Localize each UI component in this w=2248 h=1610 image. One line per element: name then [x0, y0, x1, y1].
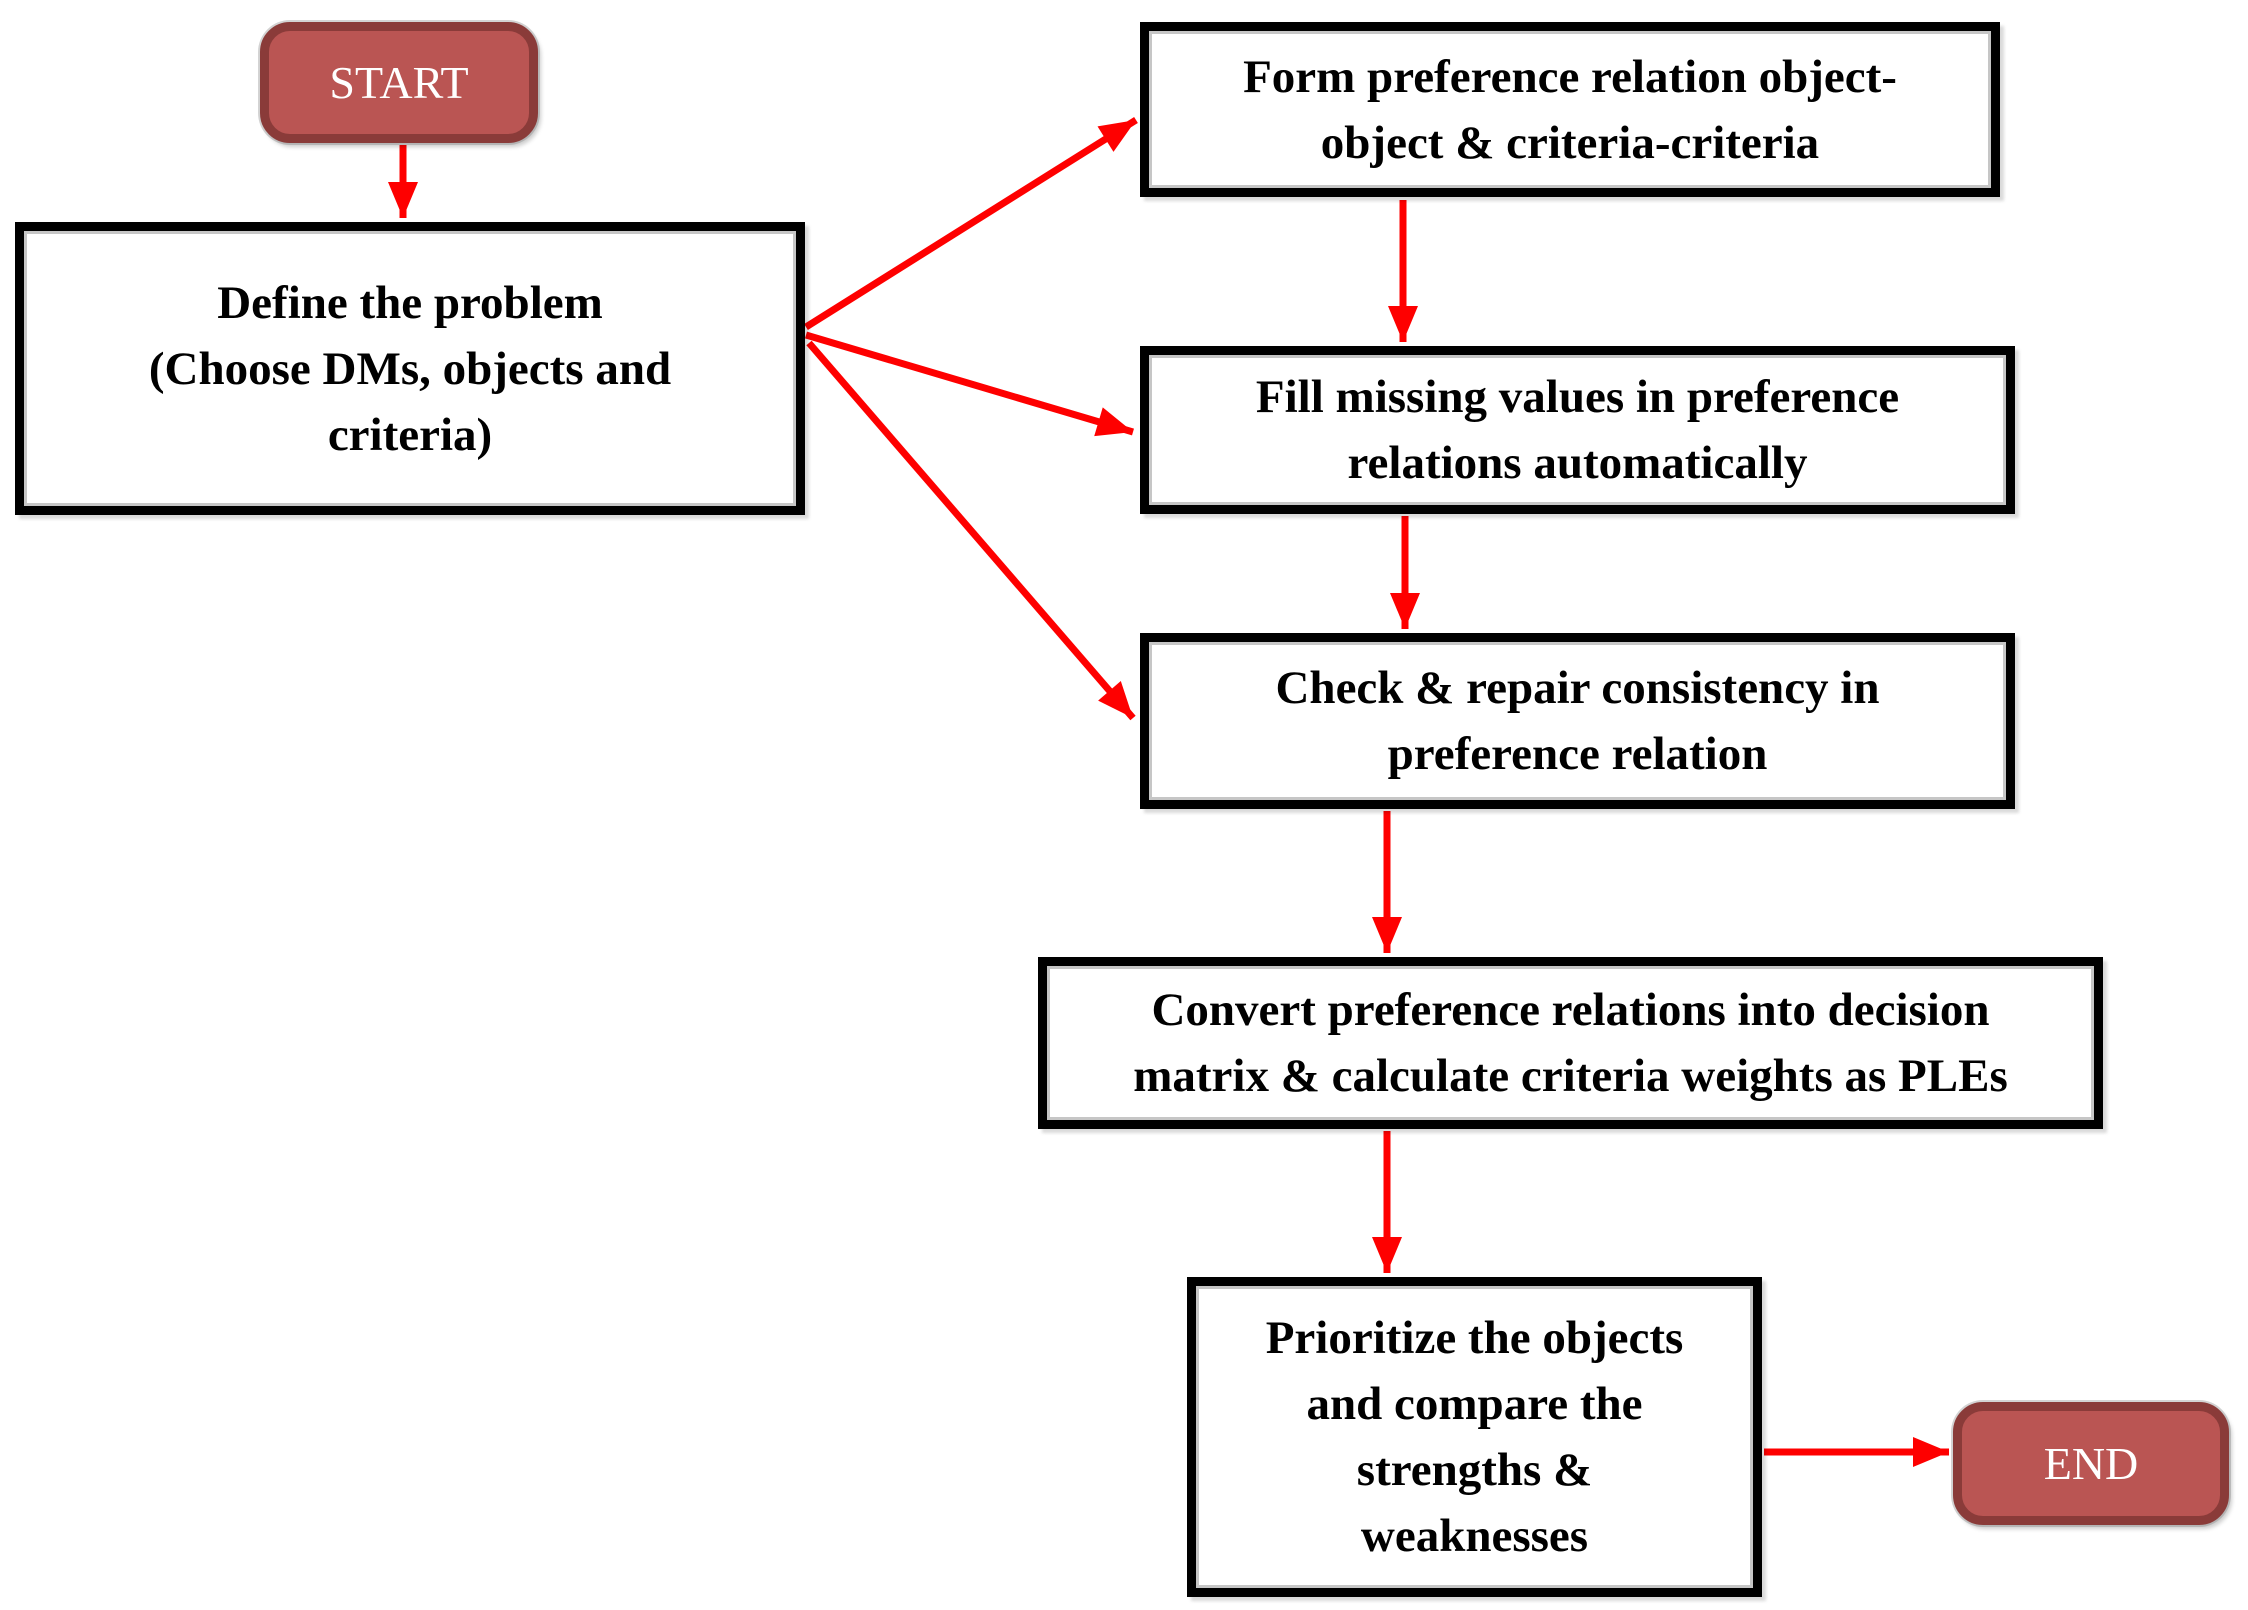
node-prioritize-objects-label: Prioritize the objects and compare the s… [1265, 1312, 1684, 1562]
node-fill-missing-values: Fill missing values in preference relati… [1140, 346, 2015, 514]
node-start-label: START [329, 56, 469, 108]
node-start: START [260, 22, 538, 143]
node-check-repair-consistency: Check & repair consistency in preference… [1140, 633, 2015, 809]
node-end-label: END [2043, 1437, 2139, 1489]
node-convert-preference-relations: Convert preference relations into decisi… [1038, 957, 2103, 1129]
node-form-preference-relation: Form preference relation object- object … [1140, 22, 2000, 197]
node-end: END [1953, 1402, 2229, 1525]
arrow-define-to-form [804, 117, 1138, 330]
node-form-preference-relation-label: Form preference relation object- object … [1243, 50, 1897, 169]
arrow-define-to-check [806, 340, 1136, 721]
node-convert-preference-relations-label: Convert preference relations into decisi… [1133, 984, 2008, 1102]
node-check-repair-consistency-label: Check & repair consistency in preference… [1275, 662, 1880, 780]
node-prioritize-objects: Prioritize the objects and compare the s… [1187, 1277, 1762, 1597]
node-fill-missing-values-label: Fill missing values in preference relati… [1255, 371, 1900, 489]
node-define-problem: Define the problem (Choose DMs, objects … [15, 222, 805, 515]
arrow-define-to-fill [805, 331, 1134, 437]
node-define-problem-label: Define the problem (Choose DMs, objects … [148, 276, 672, 461]
